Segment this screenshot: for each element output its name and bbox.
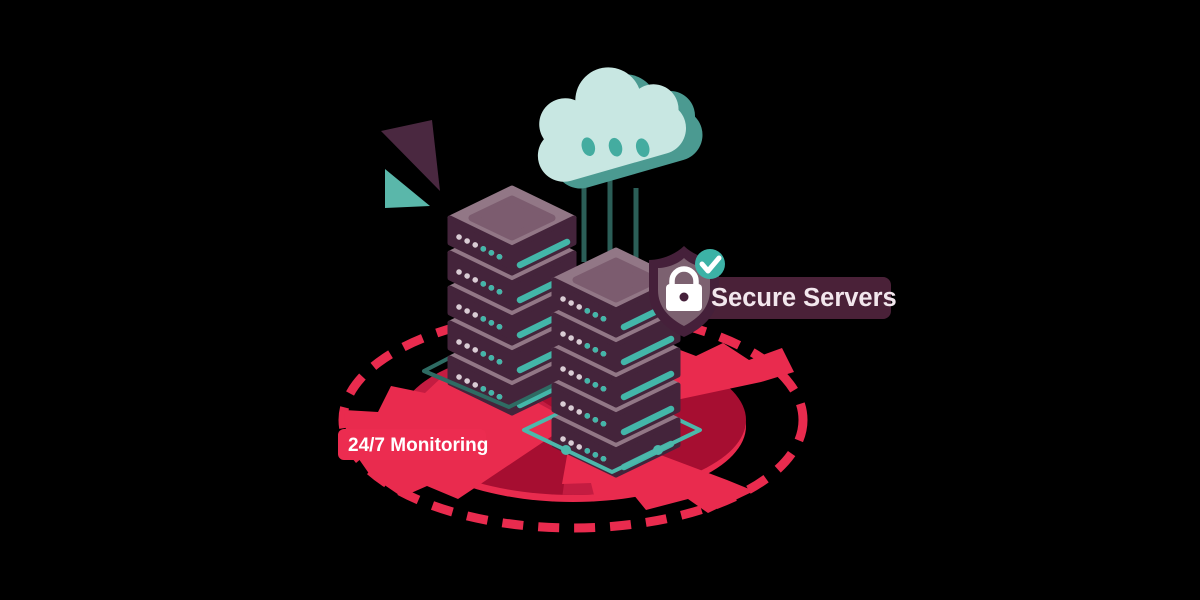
cloud-dots — [581, 137, 650, 158]
cloud-icon — [537, 67, 703, 189]
monitoring-badge — [338, 429, 486, 460]
network-cable-right-front — [523, 428, 701, 474]
lock-icon — [666, 266, 702, 311]
logo-mark — [381, 120, 440, 208]
radar-dashed-ring — [338, 307, 808, 533]
shield-icon — [649, 246, 725, 337]
monitoring-label: 24/7 Monitoring — [348, 435, 488, 456]
check-badge-icon — [695, 249, 725, 279]
secure-servers-label: Secure Servers — [711, 284, 897, 312]
secure-servers-badge — [700, 277, 891, 319]
